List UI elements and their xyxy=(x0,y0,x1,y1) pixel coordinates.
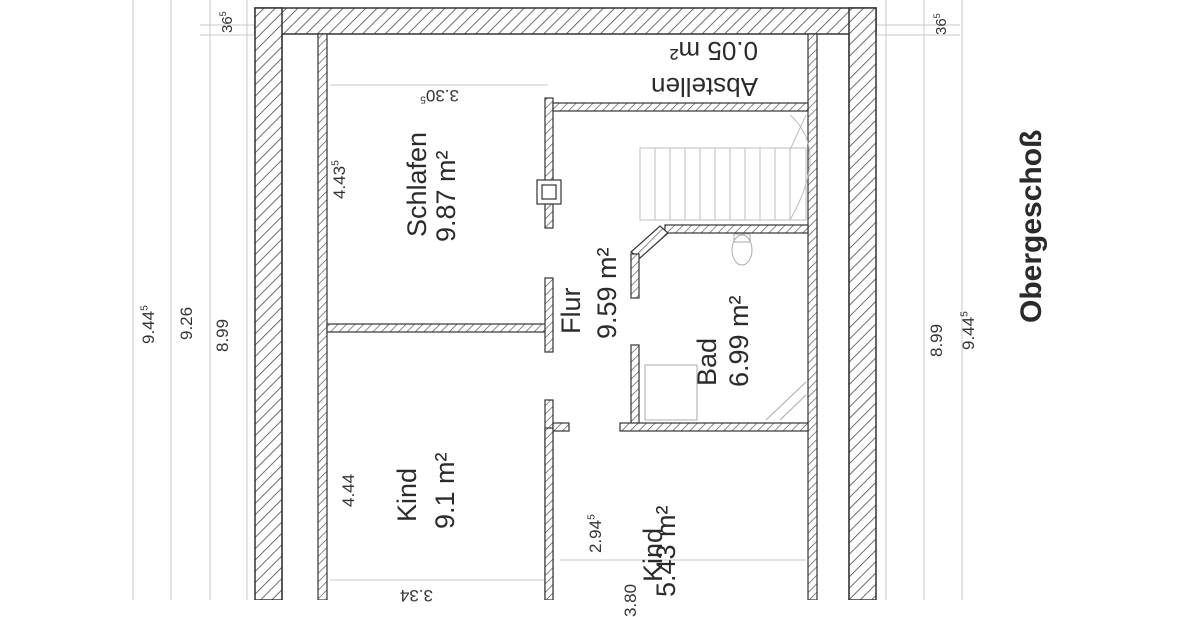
partition-walls xyxy=(326,97,809,600)
room-schlafen-name: Schlafen xyxy=(402,131,432,237)
room-bad-name: Bad xyxy=(692,337,722,386)
dim-left-top-wall: 365 xyxy=(218,11,236,33)
room-kind2-area: 5.43 m² xyxy=(651,505,681,597)
floor-plan xyxy=(132,0,963,600)
bath-fixtures xyxy=(644,233,807,421)
dimension-lines xyxy=(132,0,963,600)
dim-kind1-width: 3.34 xyxy=(399,586,433,605)
room-bad-area: 6.99 m² xyxy=(724,295,754,387)
dim-kind2-length: 2.945 xyxy=(586,514,605,553)
room-flur-area: 9.59 m² xyxy=(592,247,622,339)
dim-left-mid: 9.26 xyxy=(177,306,196,340)
room-kind1-name: Kind xyxy=(392,467,422,522)
dim-kind2-width: 3.80 xyxy=(621,583,640,617)
room-schlafen-area: 9.87 m² xyxy=(431,150,461,242)
dim-schlafen-width: 3.305 xyxy=(420,86,459,105)
chimney xyxy=(536,179,562,205)
dim-right-inner: 8.99 xyxy=(927,323,946,357)
room-kind1-area: 9.1 m² xyxy=(430,452,460,529)
room-abstellen-name: Abstellen xyxy=(651,72,758,102)
dim-schlafen-length: 4.435 xyxy=(330,160,349,199)
dim-right-overall: 9.445 xyxy=(959,311,978,350)
dim-kind1-length: 4.44 xyxy=(339,473,358,507)
room-abstellen-area: 0.05 m² xyxy=(669,36,758,66)
room-flur-name: Flur xyxy=(556,287,586,335)
dim-left-overall: 9.445 xyxy=(139,305,158,344)
knee-walls xyxy=(317,33,818,600)
wall-lines xyxy=(281,34,850,600)
staircase xyxy=(639,114,811,221)
dim-right-top-wall: 365 xyxy=(932,13,950,35)
dim-left-inner: 8.99 xyxy=(213,318,232,352)
floor-title: Obergeschoß xyxy=(1015,129,1048,323)
